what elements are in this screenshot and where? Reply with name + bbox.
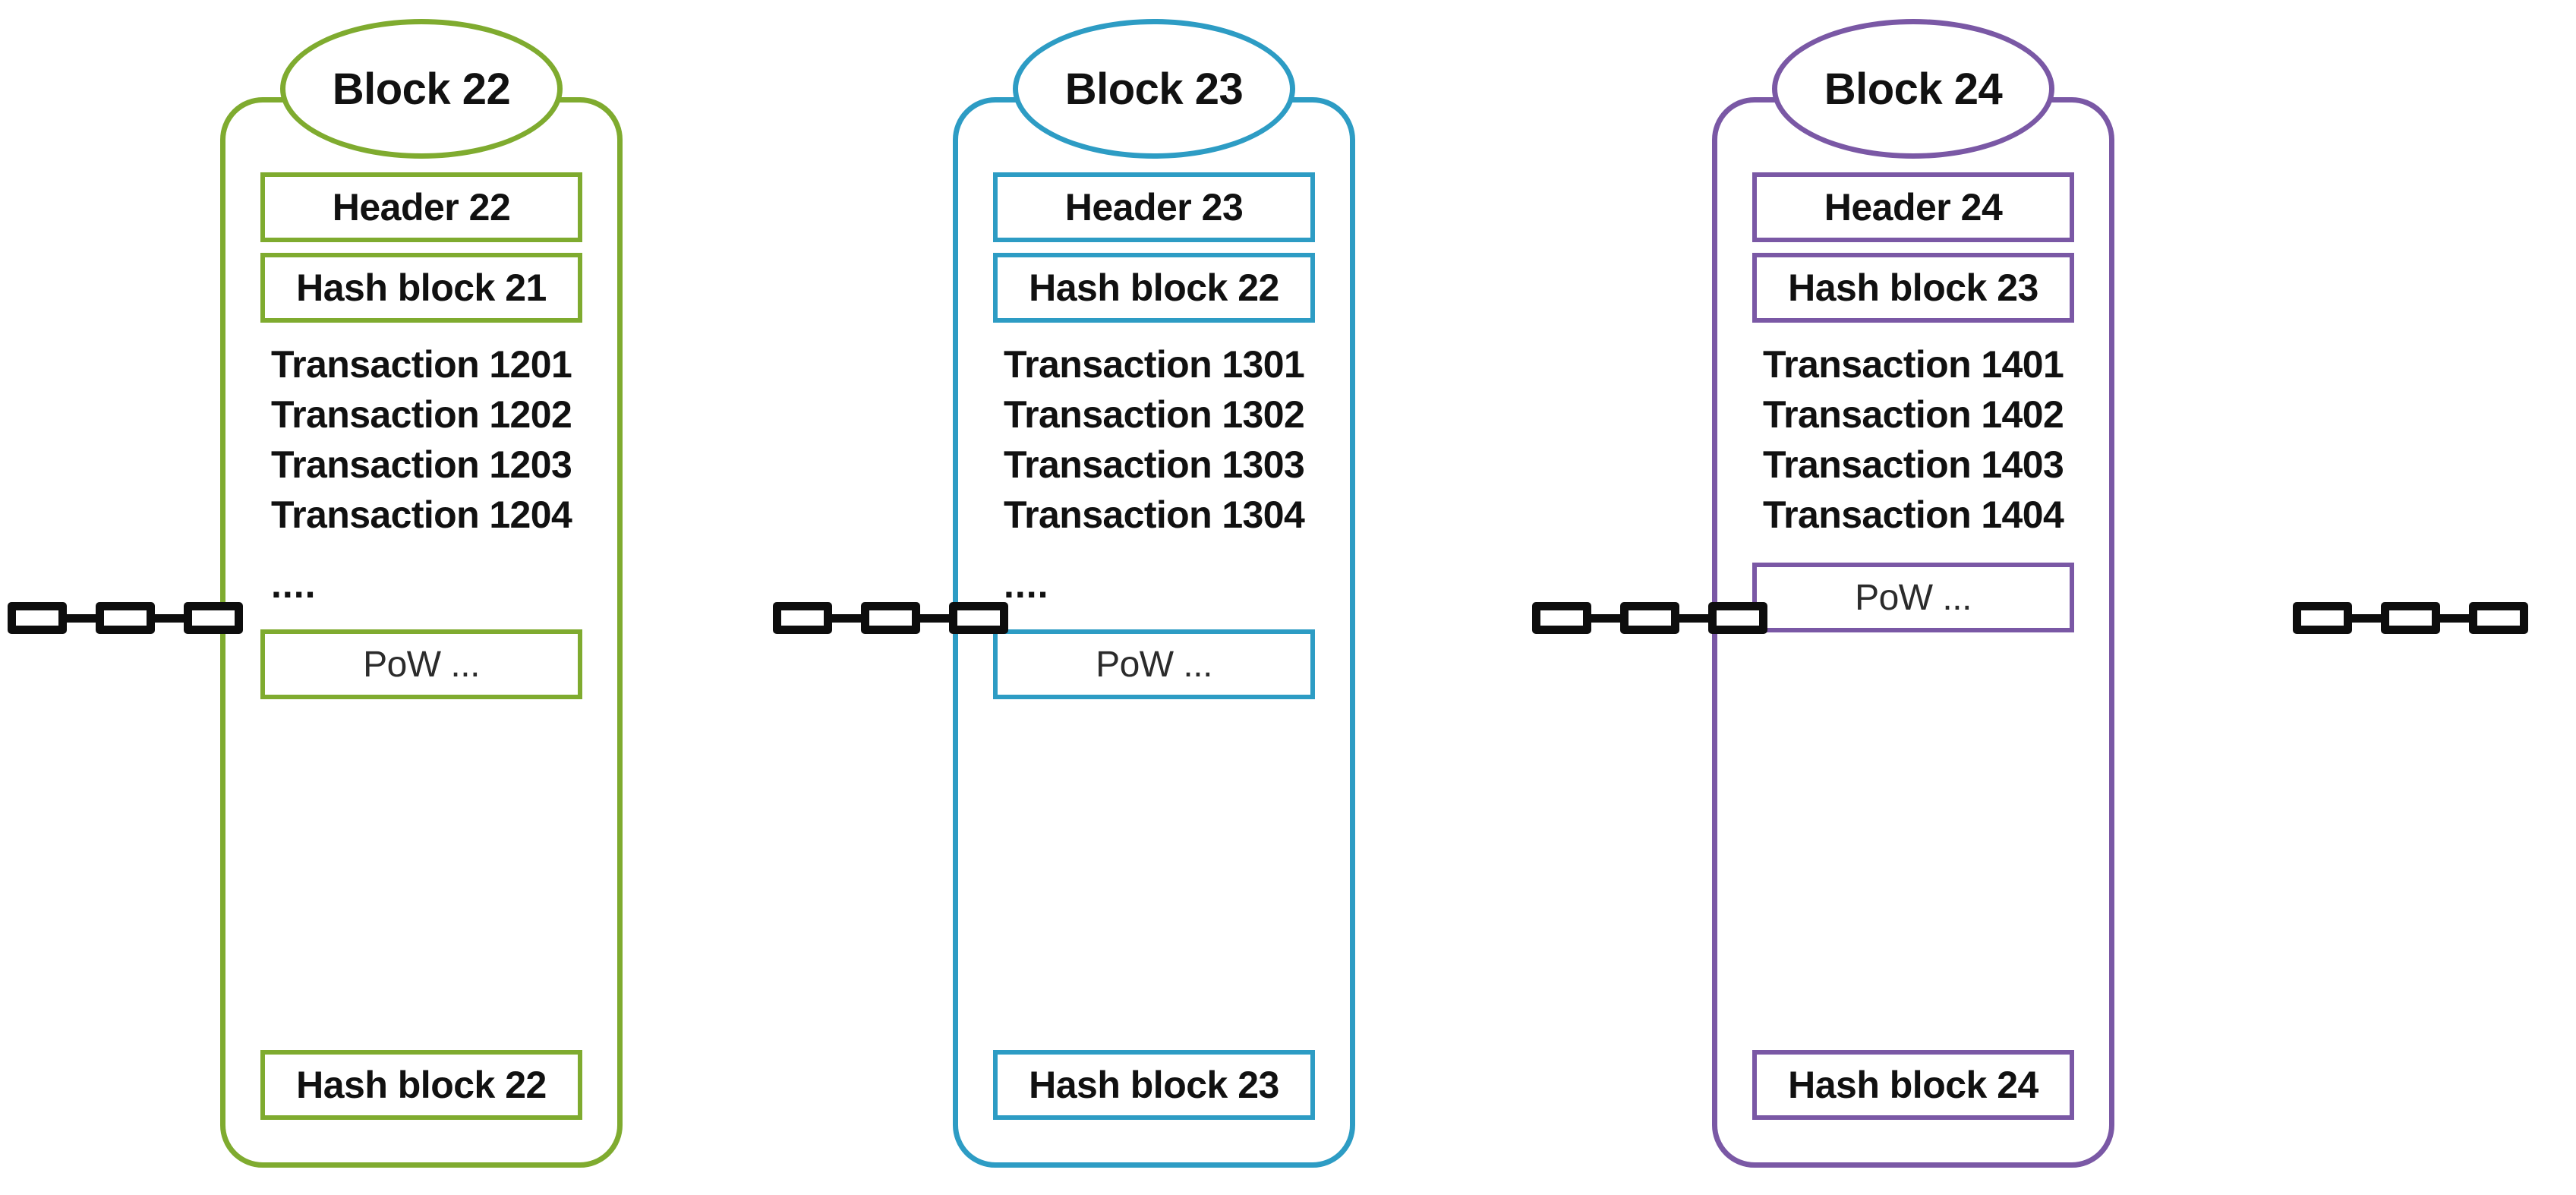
block-card-22[interactable]: Block 22 Header 22 Hash block 21 Transac… — [220, 19, 623, 1168]
spacer — [1752, 632, 2074, 1050]
transaction-item: Transaction 1302 — [1004, 393, 1305, 436]
header-label: Header 22 — [332, 186, 511, 229]
pow-box-23: PoW ... — [993, 629, 1315, 699]
own-hash-label: Hash block 23 — [1029, 1064, 1279, 1106]
transaction-item: Transaction 1403 — [1763, 443, 2064, 486]
chain-link-icon — [8, 602, 67, 634]
chain-link-icon — [2293, 602, 2352, 634]
transaction-list-24: Transaction 1401 Transaction 1402 Transa… — [1752, 323, 2074, 540]
block-body-23: Header 23 Hash block 22 Transaction 1301… — [993, 172, 1315, 1120]
header-box-22: Header 22 — [260, 172, 582, 242]
header-label: Header 24 — [1824, 186, 2003, 229]
chain-link-icon — [96, 602, 155, 634]
chain-bar-icon — [67, 613, 96, 623]
transaction-list-22: Transaction 1201 Transaction 1202 Transa… — [260, 323, 582, 607]
prev-hash-label: Hash block 22 — [1029, 266, 1279, 309]
chain-link-icon — [184, 602, 243, 634]
transaction-item: Transaction 1203 — [271, 443, 572, 486]
transaction-item: Transaction 1304 — [1004, 493, 1305, 536]
chain-bar-icon — [1679, 613, 1708, 623]
prev-hash-box-24: Hash block 23 — [1752, 253, 2074, 323]
chain-link-icon — [1532, 602, 1591, 634]
chain-segment-22-to-23 — [773, 602, 1008, 634]
chain-segment-23-to-24 — [1532, 602, 1767, 634]
block-title-balloon-22: Block 22 — [280, 19, 563, 159]
transaction-item: Transaction 1402 — [1763, 393, 2064, 436]
own-hash-label: Hash block 22 — [296, 1064, 547, 1106]
prev-hash-label: Hash block 21 — [296, 266, 547, 309]
own-hash-box-24: Hash block 24 — [1752, 1050, 2074, 1120]
pow-label: PoW ... — [1855, 577, 1972, 618]
chain-bar-icon — [1591, 613, 1620, 623]
header-box-24: Header 24 — [1752, 172, 2074, 242]
chain-link-icon — [949, 602, 1008, 634]
block-title-label: Block 22 — [332, 64, 511, 114]
header-box-23: Header 23 — [993, 172, 1315, 242]
transaction-item: Transaction 1404 — [1763, 493, 2064, 536]
prev-hash-box-23: Hash block 22 — [993, 253, 1315, 323]
chain-bar-icon — [155, 613, 184, 623]
block-card-24[interactable]: Block 24 Header 24 Hash block 23 Transac… — [1712, 19, 2114, 1168]
transaction-item: Transaction 1301 — [1004, 343, 1305, 386]
chain-link-icon — [2381, 602, 2440, 634]
block-card-23[interactable]: Block 23 Header 23 Hash block 22 Transac… — [953, 19, 1355, 1168]
transaction-ellipsis: .... — [271, 563, 317, 606]
pow-label: PoW ... — [1096, 644, 1212, 685]
spacer — [260, 607, 582, 629]
pow-label: PoW ... — [363, 644, 480, 685]
transaction-ellipsis: .... — [1004, 563, 1049, 606]
own-hash-box-23: Hash block 23 — [993, 1050, 1315, 1120]
chain-link-icon — [773, 602, 832, 634]
prev-hash-box-22: Hash block 21 — [260, 253, 582, 323]
own-hash-box-22: Hash block 22 — [260, 1050, 582, 1120]
spacer — [260, 242, 582, 253]
chain-bar-icon — [920, 613, 949, 623]
header-label: Header 23 — [1064, 186, 1244, 229]
own-hash-label: Hash block 24 — [1788, 1064, 2038, 1106]
transaction-item: Transaction 1401 — [1763, 343, 2064, 386]
block-title-balloon-23: Block 23 — [1013, 19, 1295, 159]
block-body-24: Header 24 Hash block 23 Transaction 1401… — [1752, 172, 2074, 1120]
transaction-item: Transaction 1303 — [1004, 443, 1305, 486]
spacer — [1752, 540, 2074, 563]
block-title-label: Block 23 — [1064, 64, 1244, 114]
spacer — [993, 242, 1315, 253]
chain-segment-left — [8, 602, 243, 634]
transaction-item: Transaction 1202 — [271, 393, 572, 436]
block-title-balloon-24: Block 24 — [1772, 19, 2054, 159]
chain-link-icon — [861, 602, 920, 634]
chain-segment-right — [2293, 602, 2528, 634]
spacer — [260, 699, 582, 1050]
block-body-22: Header 22 Hash block 21 Transaction 1201… — [260, 172, 582, 1120]
chain-bar-icon — [832, 613, 861, 623]
pow-box-22: PoW ... — [260, 629, 582, 699]
chain-bar-icon — [2440, 613, 2469, 623]
spacer — [1752, 242, 2074, 253]
chain-link-icon — [1708, 602, 1767, 634]
transaction-item: Transaction 1204 — [271, 493, 572, 536]
pow-box-24: PoW ... — [1752, 563, 2074, 632]
chain-link-icon — [2469, 602, 2528, 634]
spacer — [993, 607, 1315, 629]
transaction-list-23: Transaction 1301 Transaction 1302 Transa… — [993, 323, 1315, 607]
spacer — [993, 699, 1315, 1050]
transaction-item: Transaction 1201 — [271, 343, 572, 386]
prev-hash-label: Hash block 23 — [1788, 266, 2038, 309]
chain-bar-icon — [2352, 613, 2381, 623]
chain-link-icon — [1620, 602, 1679, 634]
block-title-label: Block 24 — [1824, 64, 2003, 114]
